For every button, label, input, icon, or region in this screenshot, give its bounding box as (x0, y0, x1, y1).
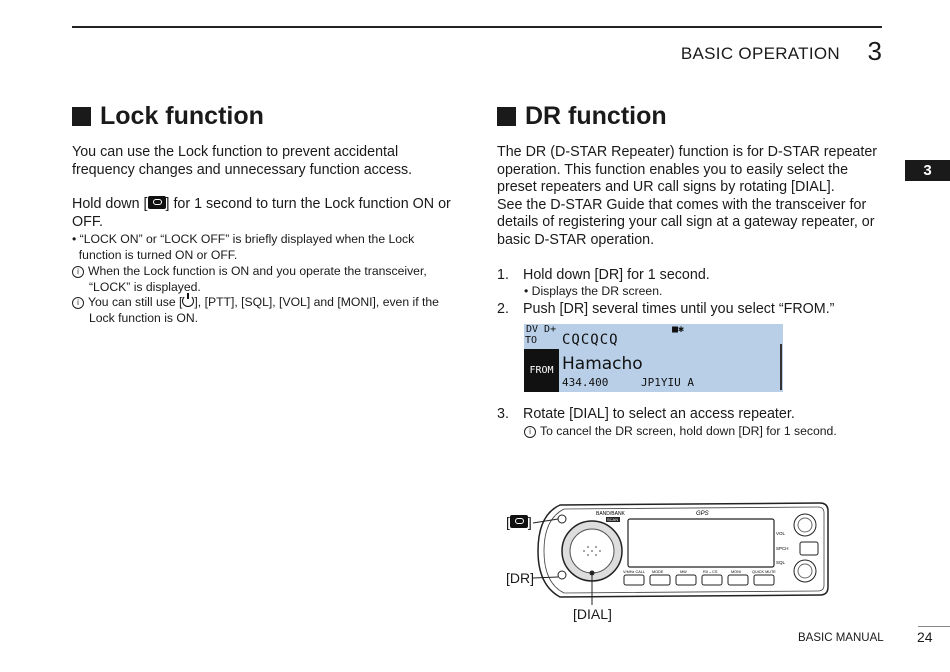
dr-description: The DR (D-STAR Repeater) function is for… (497, 144, 878, 248)
lock-key-label: [] (506, 514, 532, 530)
svg-text:SCAN: SCAN (607, 517, 618, 522)
lock-key-icon (147, 196, 166, 209)
square-bullet-icon (72, 107, 91, 126)
square-bullet-icon (497, 107, 516, 126)
top-rule (72, 26, 882, 28)
lock-bullet: • “LOCK ON” or “LOCK OFF” is briefly dis… (72, 232, 415, 262)
radio-front-panel: BAND/BANK SCAN GPS VOL SPCH SQL V/MHz CA… (532, 502, 829, 605)
lcd-call-sign: CQCQCQ (562, 332, 619, 348)
svg-text:VOL: VOL (776, 531, 786, 536)
section-title: BASIC OPERATION (680, 44, 840, 63)
lock-heading: Lock function (72, 102, 264, 131)
lcd-edge (780, 344, 782, 390)
lcd-repeater-call: JP1YIU A (641, 376, 694, 389)
lock-intro: You can use the Lock function to prevent… (72, 144, 413, 178)
lcd-to-label: TO (525, 335, 538, 346)
lcd-status-icon: ■✱ (672, 324, 685, 335)
dr-key-label: [DR] (506, 570, 534, 586)
svg-text:QUICK MUTE: QUICK MUTE (752, 570, 776, 574)
dr-heading: DR function (497, 102, 667, 131)
chapter-tab: 3 (905, 160, 950, 181)
lock-key-icon (509, 515, 528, 528)
svg-text:RX→CS: RX→CS (703, 570, 718, 574)
info-icon: i (72, 297, 84, 309)
lcd-frequency: 434.400 (562, 376, 609, 389)
power-icon (182, 293, 195, 307)
svg-text:V/MHz CALL: V/MHz CALL (623, 570, 645, 574)
info-icon: i (524, 426, 536, 438)
svg-text:GPS: GPS (696, 511, 709, 517)
chapter-number: 3 (867, 36, 882, 66)
svg-text:MW: MW (680, 570, 687, 574)
footer-rule (918, 626, 950, 627)
page-number: 24 (917, 629, 933, 645)
svg-text:SPCH: SPCH (776, 546, 789, 551)
lcd-mode-row: DV D+ (526, 324, 557, 335)
svg-text:SQL: SQL (776, 560, 786, 565)
lcd-repeater-name: Hamacho (562, 354, 643, 374)
lcd-from-label: FROM (524, 349, 559, 392)
lcd-screen: DV D+ ■✱ TO CQCQCQ FROM Hamacho 434.400 … (524, 324, 783, 392)
svg-text:MONI: MONI (731, 570, 741, 574)
step-3: 3.Rotate [DIAL] to select an access repe… (497, 406, 795, 422)
lock-button (557, 514, 567, 524)
svg-text:MODE: MODE (652, 570, 664, 574)
dr-button (557, 570, 567, 580)
svg-text:BAND/BANK: BAND/BANK (596, 511, 626, 517)
display-window (627, 518, 775, 568)
dial-label: [DIAL] (573, 606, 612, 622)
step-1: 1.Hold down [DR] for 1 second. (497, 267, 710, 283)
step-2: 2.Push [DR] several times until you sele… (497, 301, 835, 317)
info-icon: i (72, 266, 84, 278)
footer-manual-name: BASIC MANUAL (798, 632, 884, 644)
step-1-sub: • Displays the DR screen. (524, 284, 663, 298)
lock-hold-instruction: Hold down [] for 1 second to turn the Lo… (72, 196, 451, 230)
